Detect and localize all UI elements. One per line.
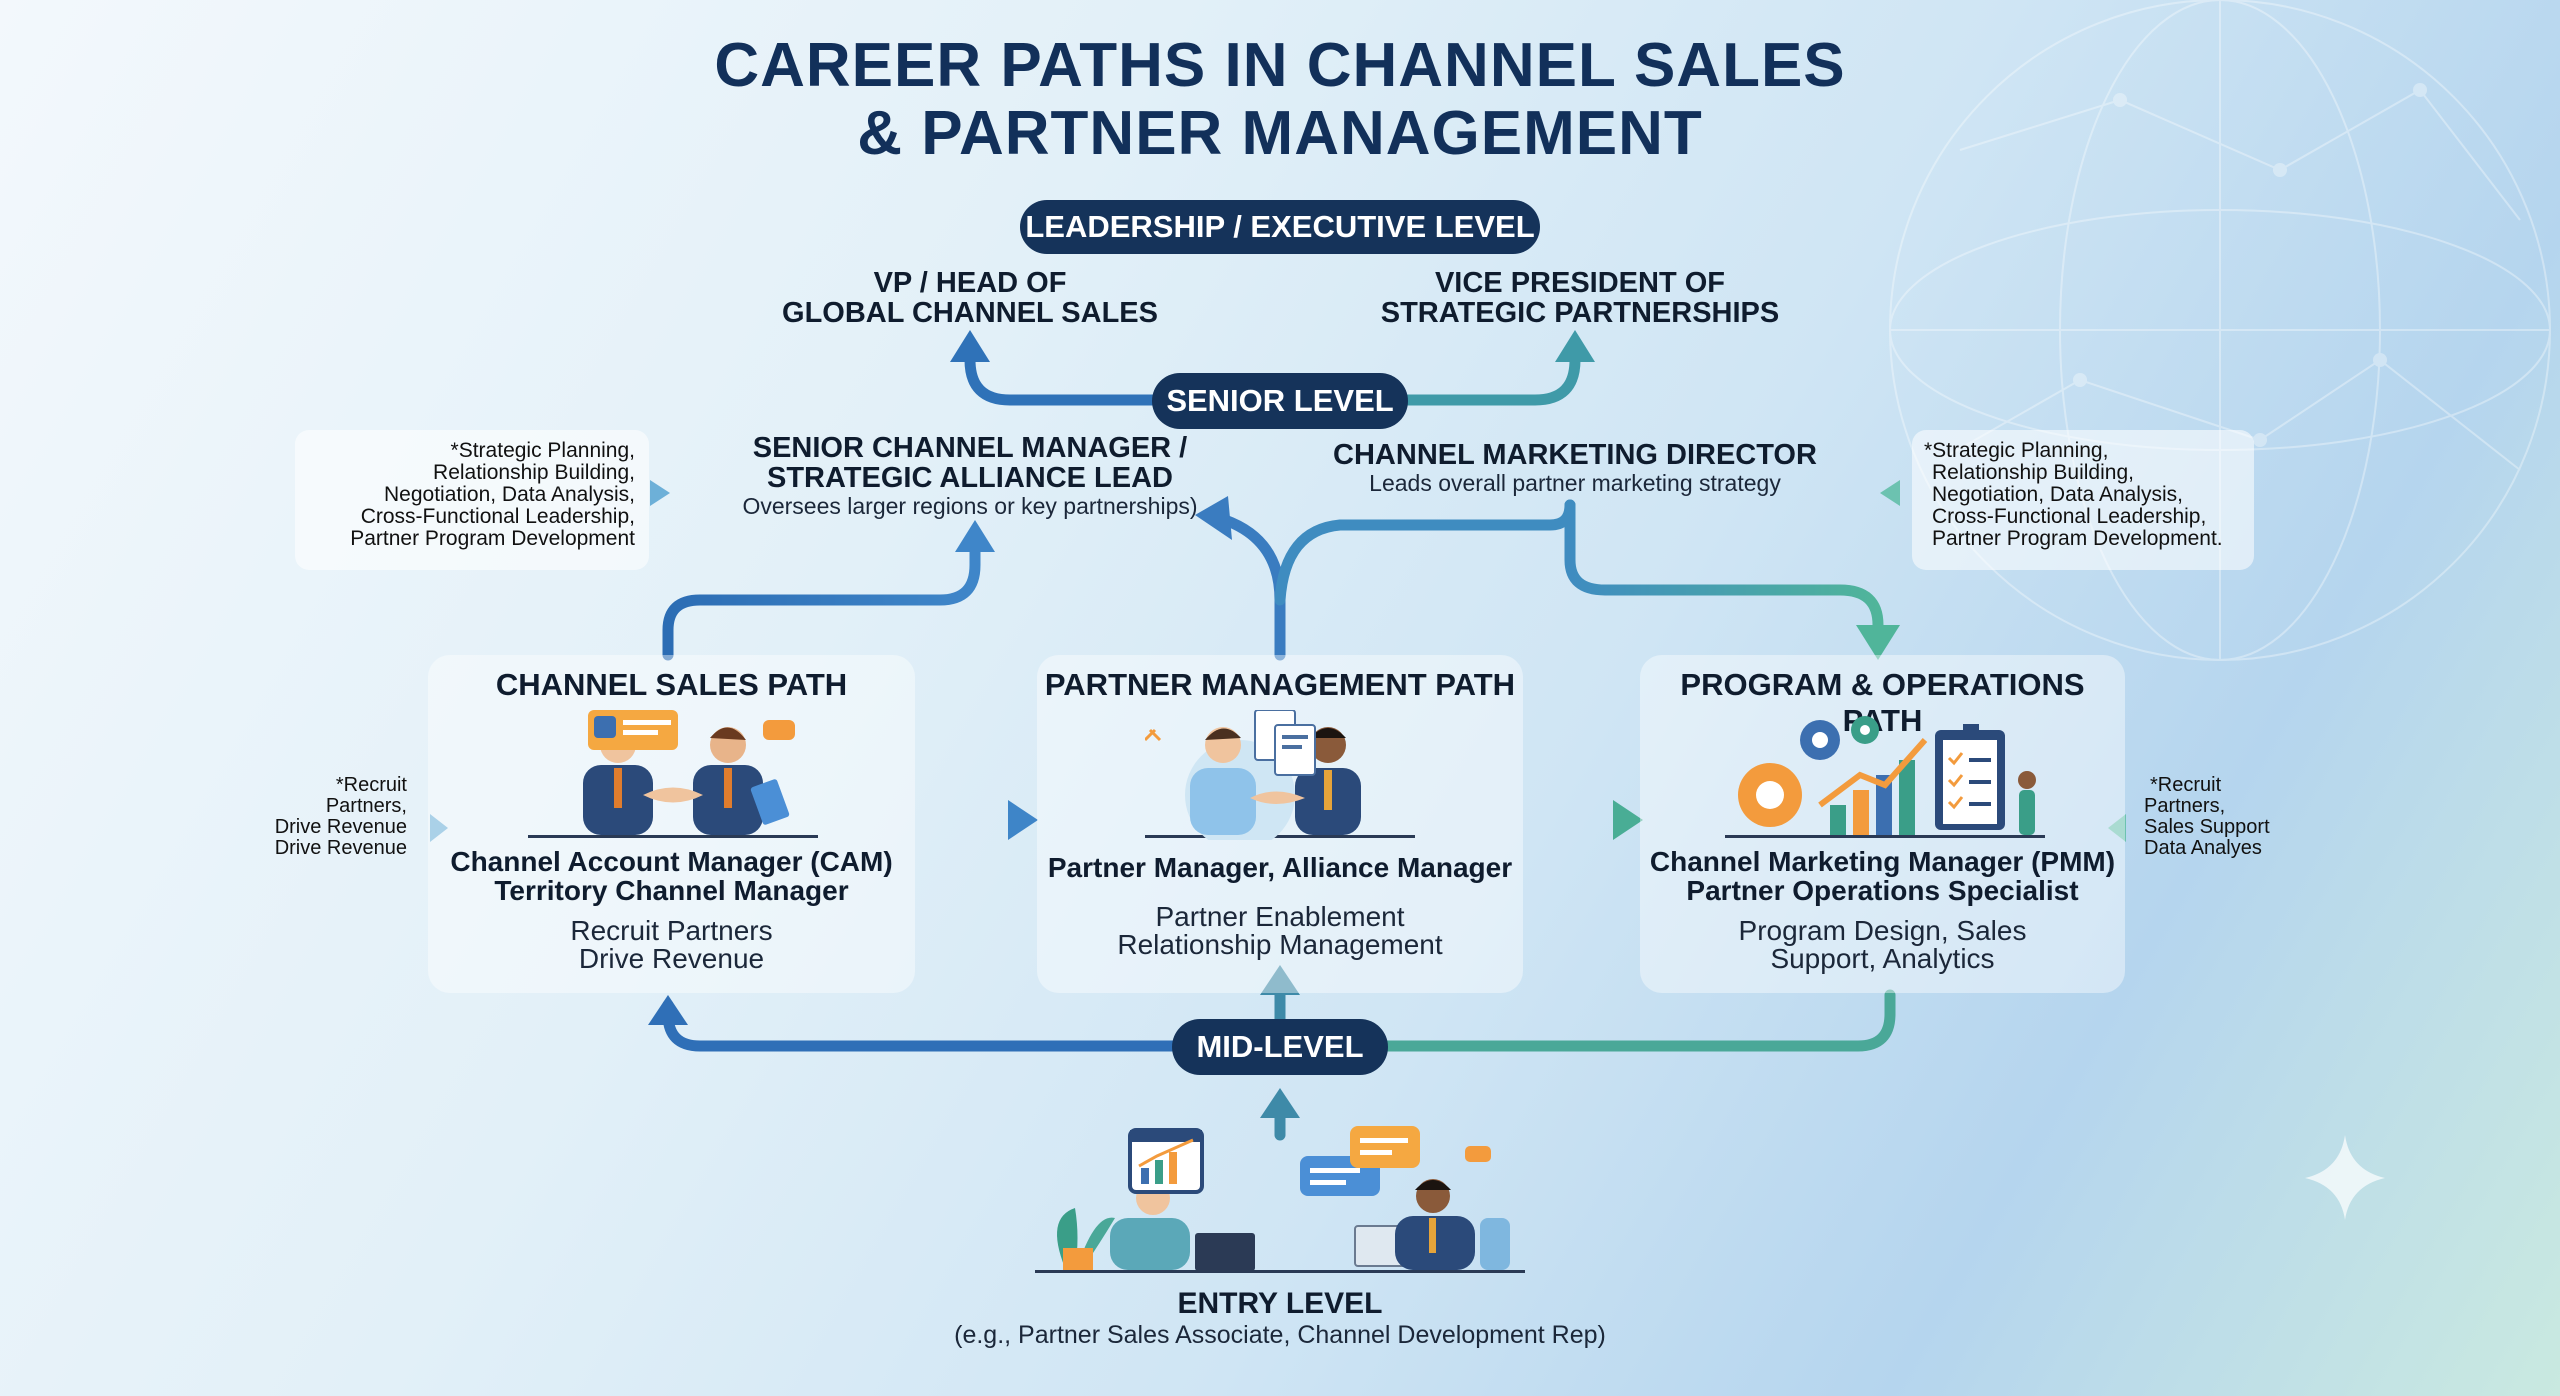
entry-level-block: ENTRY LEVEL (e.g., Partner Sales Associa… <box>880 1288 1680 1350</box>
team-collaboration-illustration-icon <box>1035 1126 1525 1273</box>
arrowhead-card3 <box>1613 800 1643 840</box>
arrowhead-card1-up <box>648 995 688 1025</box>
skill-right-4: Cross-Functional Leadership, <box>1932 505 2207 528</box>
senior-left-sub: Oversees larger regions or key partnersh… <box>742 493 1198 519</box>
skill-left-3: Negotiation, Data Analysis, <box>384 483 635 506</box>
exec-role-right: VICE PRESIDENT OF STRATEGIC PARTNERSHIPS <box>1350 268 1810 328</box>
gears-chart-clipboard-illustration-icon <box>1725 716 2045 838</box>
mid-level-label: MID-LEVEL <box>1196 1029 1364 1064</box>
page-title: CAREER PATHS IN CHANNEL SALES & PARTNER … <box>0 32 2560 168</box>
mid-note-left-3: Drive Revenue <box>274 816 407 838</box>
path-title-channel-sales: CHANNEL SALES PATH <box>495 667 848 702</box>
skill-right-2: Relationship Building, <box>1932 461 2134 484</box>
arrowhead-card2 <box>1008 800 1038 840</box>
desc-channel-sales: Recruit Partners Drive Revenue <box>428 917 915 973</box>
mid-note-right: *Recruit Partners, Sales Support Data An… <box>2144 775 2304 859</box>
leadership-level-label: LEADERSHIP / EXECUTIVE LEVEL <box>1025 209 1535 244</box>
desc-program-operations: Program Design, Sales Support, Analytics <box>1640 917 2125 973</box>
skills-box-left: *Strategic Planning, Relationship Buildi… <box>295 430 649 570</box>
senior-right-title: CHANNEL MARKETING DIRECTOR <box>1333 439 1817 471</box>
side-arrow-right-mid <box>2108 814 2126 842</box>
role-pmm: Channel Marketing Manager (PMM) <box>1649 846 2116 877</box>
arrow-marketing-to-program <box>1564 499 1884 646</box>
desc-program-design: Program Design, Sales <box>1738 915 2027 946</box>
desc-relationship: Relationship Management <box>1117 929 1443 960</box>
partner-handshake-documents-illustration-icon <box>1145 710 1415 840</box>
arrowhead-program <box>1856 625 1900 660</box>
leadership-level-pill: LEADERSHIP / EXECUTIVE LEVEL <box>1020 200 1540 254</box>
role-territory: Territory Channel Manager <box>494 875 849 906</box>
role-channel-sales: Channel Account Manager (CAM) Territory … <box>428 847 915 905</box>
entry-level-title: ENTRY LEVEL <box>1177 1287 1383 1320</box>
role-partner-manager: Partner Manager, Alliance Manager <box>1047 852 1513 883</box>
mid-note-left-2: Partners, <box>325 795 407 817</box>
side-arrow-left-top <box>650 480 670 506</box>
skill-right-1: *Strategic Planning, <box>1924 439 2109 462</box>
senior-right-sub: Leads overall partner marketing strategy <box>1369 470 1781 496</box>
mid-note-right-2: Partners, <box>2144 795 2226 817</box>
senior-level-label: SENIOR LEVEL <box>1166 383 1394 418</box>
role-program-operations: Channel Marketing Manager (PMM) Partner … <box>1640 847 2125 905</box>
exec-right-line2: STRATEGIC PARTNERSHIPS <box>1380 297 1780 329</box>
mid-note-left-4: Drive Revenue <box>274 837 407 859</box>
arrowhead-vp-partnerships <box>1555 330 1595 362</box>
role-ops-specialist: Partner Operations Specialist <box>1686 875 2079 906</box>
entry-level-sub: (e.g., Partner Sales Associate, Channel … <box>954 1321 1606 1349</box>
title-line-1: CAREER PATHS IN CHANNEL SALES <box>714 31 1846 100</box>
skill-left-2: Relationship Building, <box>433 461 635 484</box>
senior-level-pill: SENIOR LEVEL <box>1152 373 1408 429</box>
arrowhead-mid-up <box>1260 1088 1300 1118</box>
mid-note-right-3: Sales Support <box>2144 816 2270 838</box>
sparkle-icon <box>2305 1135 2385 1220</box>
senior-left-line1: SENIOR CHANNEL MANAGER / <box>752 432 1188 464</box>
arrowhead-card2-up <box>1260 965 1300 995</box>
mid-note-left-1: *Recruit <box>335 774 407 796</box>
desc-support-analytics: Support, Analytics <box>1770 943 1995 974</box>
arrowhead-vp-channel <box>950 330 990 362</box>
senior-role-right: CHANNEL MARKETING DIRECTOR Leads overall… <box>1330 440 1820 496</box>
arrowhead-senior-from-partner <box>1195 496 1232 540</box>
path-card-channel-sales: CHANNEL SALES PATH Channel Account Manag… <box>428 655 915 993</box>
skill-left-1: *Strategic Planning, <box>450 439 635 462</box>
mid-note-right-1: *Recruit <box>2150 774 2222 796</box>
desc-revenue: Drive Revenue <box>578 943 765 974</box>
skill-right-5: Partner Program Development. <box>1932 527 2223 550</box>
side-arrow-left-mid <box>430 814 448 842</box>
arrow-cam-to-senior <box>662 534 981 661</box>
skill-left-4: Cross-Functional Leadership, <box>360 505 635 528</box>
skills-box-right: *Strategic Planning, Relationship Buildi… <box>1912 430 2254 570</box>
exec-right-line1: VICE PRESIDENT OF <box>1434 267 1726 299</box>
role-cam: Channel Account Manager (CAM) <box>450 846 893 877</box>
arrow-senior-to-vp-partnerships <box>1394 339 1581 406</box>
path-title-partner-management: PARTNER MANAGEMENT PATH <box>1044 667 1516 702</box>
handshake-illustration-icon <box>528 710 818 838</box>
arrow-mid-to-card3 <box>1379 989 1896 1052</box>
arrow-senior-to-vp-channel <box>964 339 1166 406</box>
desc-enablement: Partner Enablement <box>1155 901 1405 932</box>
arrow-partner-to-senior <box>1209 512 1286 661</box>
exec-left-line1: VP / HEAD OF <box>873 267 1067 299</box>
senior-role-left: SENIOR CHANNEL MANAGER / STRATEGIC ALLIA… <box>720 433 1220 519</box>
path-title-program-operations: PROGRAM & OPERATIONS PATH <box>1680 667 2085 738</box>
desc-recruit: Recruit Partners <box>570 915 773 946</box>
skill-left-5: Partner Program Development <box>350 527 635 550</box>
title-line-2: & PARTNER MANAGEMENT <box>857 99 1703 168</box>
mid-note-right-4: Data Analyes <box>2144 837 2262 859</box>
arrow-mid-to-card1 <box>662 999 1186 1052</box>
arrow-partner-to-marketing <box>1274 499 1576 606</box>
exec-left-line2: GLOBAL CHANNEL SALES <box>782 297 1158 329</box>
desc-partner-management: Partner Enablement Relationship Manageme… <box>1037 903 1523 959</box>
mid-note-left: *Recruit Partners, Drive Revenue Drive R… <box>255 775 407 859</box>
path-card-program-operations: PROGRAM & OPERATIONS PATH Channel Market… <box>1640 655 2125 993</box>
side-arrow-right-top <box>1880 480 1900 506</box>
path-card-partner-management: PARTNER MANAGEMENT PATH Partner Manager,… <box>1037 655 1523 993</box>
arrowhead-senior-left <box>955 520 995 552</box>
senior-left-line2: STRATEGIC ALLIANCE LEAD <box>767 462 1173 494</box>
skill-right-3: Negotiation, Data Analysis, <box>1932 483 2183 506</box>
mid-level-pill: MID-LEVEL <box>1172 1019 1388 1075</box>
exec-role-left: VP / HEAD OF GLOBAL CHANNEL SALES <box>740 268 1200 328</box>
